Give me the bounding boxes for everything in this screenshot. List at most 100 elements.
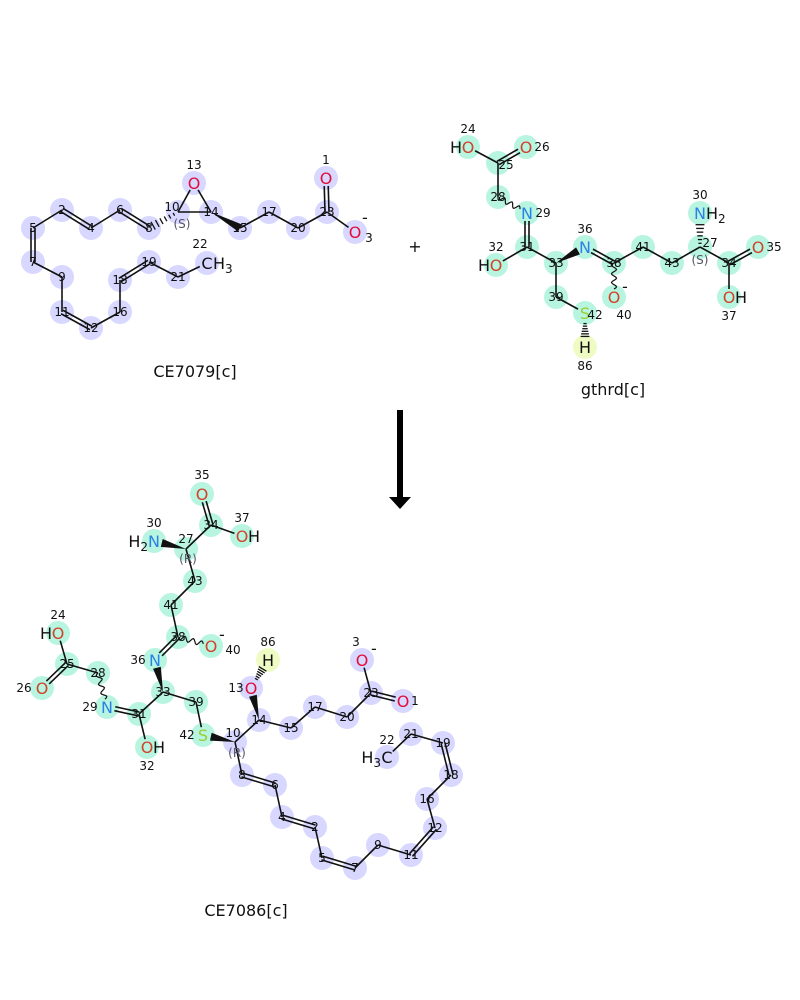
bond-double (118, 207, 151, 231)
bond-single (642, 246, 673, 264)
atom-index: 86 (260, 635, 275, 649)
atom-c-12: 12 (83, 321, 98, 335)
atom-index: 8 (145, 221, 153, 235)
bond-single (268, 211, 299, 229)
element-symbol: N (149, 651, 161, 670)
atom-index: 14 (251, 713, 266, 727)
atom-index: 41 (163, 598, 178, 612)
atom-o-40: O-40 (608, 277, 632, 322)
atom-c-38: 38 (170, 630, 185, 644)
atom-index: 11 (54, 305, 69, 319)
atom-o-26: O26 (16, 679, 48, 698)
atom-highlight (391, 689, 415, 713)
bond-wavy (95, 672, 108, 700)
element-symbol: O (245, 679, 258, 698)
bond-single (197, 189, 212, 213)
atom-c-33: 33 (548, 256, 563, 270)
atom-c-5: 5 (318, 851, 326, 865)
hydrogen-label: H2 (128, 532, 148, 554)
atom-c-25: 25 (498, 158, 513, 172)
hydrogen-label: H (40, 624, 52, 643)
atom-highlight (256, 648, 280, 672)
atom-index: 1 (322, 153, 330, 167)
bond-single (170, 604, 179, 638)
atom-index: 21 (170, 270, 185, 284)
atom-c-16: 16 (419, 792, 434, 806)
bond-single (258, 719, 292, 729)
atom-c-18: 18 (443, 768, 458, 782)
element-symbol: H (262, 651, 274, 670)
atom-c-31: 31 (519, 240, 534, 254)
atom-index: 15 (283, 721, 298, 735)
atom-c-10: 10(S) (164, 200, 190, 231)
bond-single (314, 826, 323, 859)
bond-single (90, 209, 121, 229)
atom-s-42: S42 (179, 726, 208, 745)
bond-wedge (160, 539, 186, 549)
atom-c-6: 6 (116, 203, 124, 217)
atom-index: 32 (139, 759, 154, 773)
atom-index: 12 (427, 821, 442, 835)
atom-index: 12 (83, 321, 98, 335)
atom-highlight (135, 735, 159, 759)
element-symbol: C (201, 254, 212, 273)
atom-index: 24 (50, 608, 65, 622)
bond-double (241, 772, 276, 788)
element-symbol: N (101, 698, 113, 717)
element-symbol: O (52, 624, 65, 643)
atom-index: 16 (419, 792, 434, 806)
atom-highlight (195, 251, 219, 275)
atom-index: 5 (29, 221, 37, 235)
atom-index: 31 (131, 707, 146, 721)
bond-double (321, 855, 356, 871)
bond-single (239, 211, 270, 229)
bond-double (440, 742, 454, 776)
atom-index: 41 (635, 240, 650, 254)
element-symbol: O (141, 738, 154, 757)
bond-single (32, 209, 63, 229)
atom-c-14: 14 (203, 205, 218, 219)
atom-highlight (515, 201, 539, 225)
element-symbol: O (320, 169, 333, 188)
atom-o-24: OH 24 (40, 608, 66, 643)
atom-highlight (190, 482, 214, 506)
bond-single (32, 261, 63, 278)
atom-index: 19 (435, 736, 450, 750)
bond-single (59, 640, 68, 665)
atom-index: 37 (721, 309, 736, 323)
atom-index: 43 (664, 256, 679, 270)
atom-c-5: 5 (29, 221, 37, 235)
bond-single (426, 798, 436, 829)
bond-double (158, 635, 180, 657)
element-symbol: O (752, 238, 765, 257)
bond-wavy (177, 635, 204, 646)
element-symbol: O (397, 692, 410, 711)
element-symbol: O (236, 527, 249, 546)
atom-index: 40 (225, 643, 240, 657)
bond-double (60, 207, 93, 231)
bond-double (590, 248, 616, 266)
atom-index: 3 (365, 231, 373, 245)
atom-index: 22 (192, 237, 207, 251)
atom-index: 38 (606, 256, 621, 270)
atom-c-28: 28 (90, 666, 105, 680)
bond-hash (580, 322, 590, 338)
atom-index: 30 (692, 188, 707, 202)
atom-c-16: 16 (112, 305, 127, 319)
element-symbol: N (521, 204, 533, 223)
molecule-name-gthrd: gthrd[c] (581, 380, 645, 399)
plus-sign: + (408, 237, 421, 256)
atom-index: 26 (16, 681, 31, 695)
atom-c-21: 21 (403, 727, 418, 741)
atom-c-21: 21 (170, 270, 185, 284)
atom-index: 86 (577, 359, 592, 373)
atom-c-11: 11 (54, 305, 69, 319)
atom-c-41: 41 (635, 240, 650, 254)
atom-c-17: 17 (307, 700, 322, 714)
bond-double (524, 221, 530, 247)
atom-c-9: 9 (374, 838, 382, 852)
